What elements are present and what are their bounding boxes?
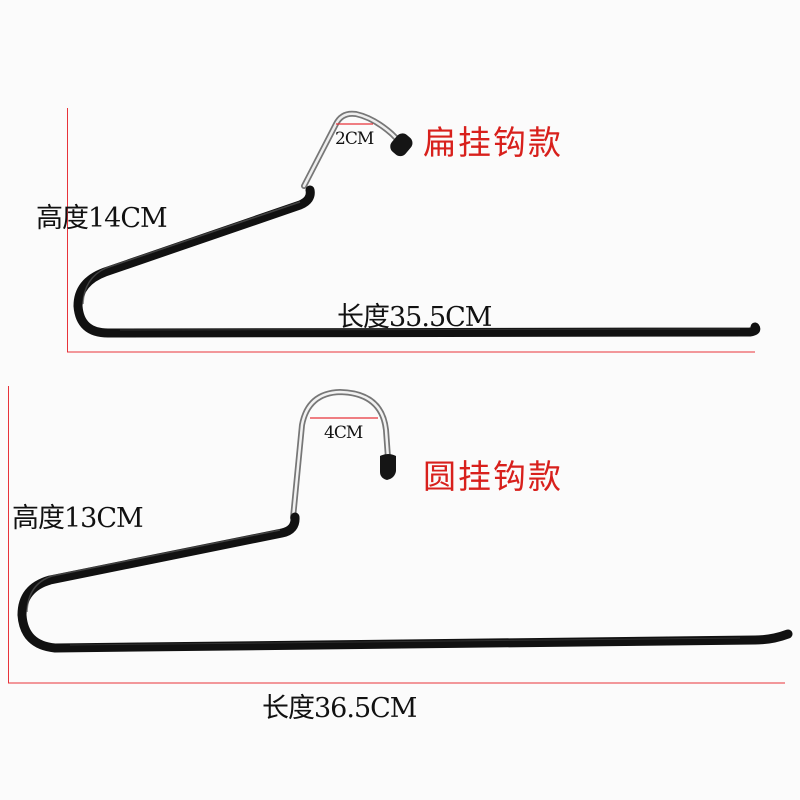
style-label-round-hook: 圆挂钩款 [423, 457, 563, 496]
style-label-flat-hook: 扁挂钩款 [423, 123, 563, 162]
hanger-body [73, 185, 761, 338]
hanger-body [17, 512, 793, 653]
hanger-round-hook [8, 386, 793, 684]
height-label: 高度13CM [12, 503, 144, 534]
hook-width-label: 2CM [335, 129, 374, 149]
length-label: 长度35.5CM [337, 302, 492, 333]
hook-tip-cap [390, 133, 413, 157]
hook-tip-cap [380, 454, 396, 480]
height-label: 高度14CM [36, 203, 168, 234]
hook-width-label: 4CM [324, 423, 363, 443]
length-label: 长度36.5CM [262, 693, 417, 724]
hanger-flat-hook [67, 108, 761, 353]
